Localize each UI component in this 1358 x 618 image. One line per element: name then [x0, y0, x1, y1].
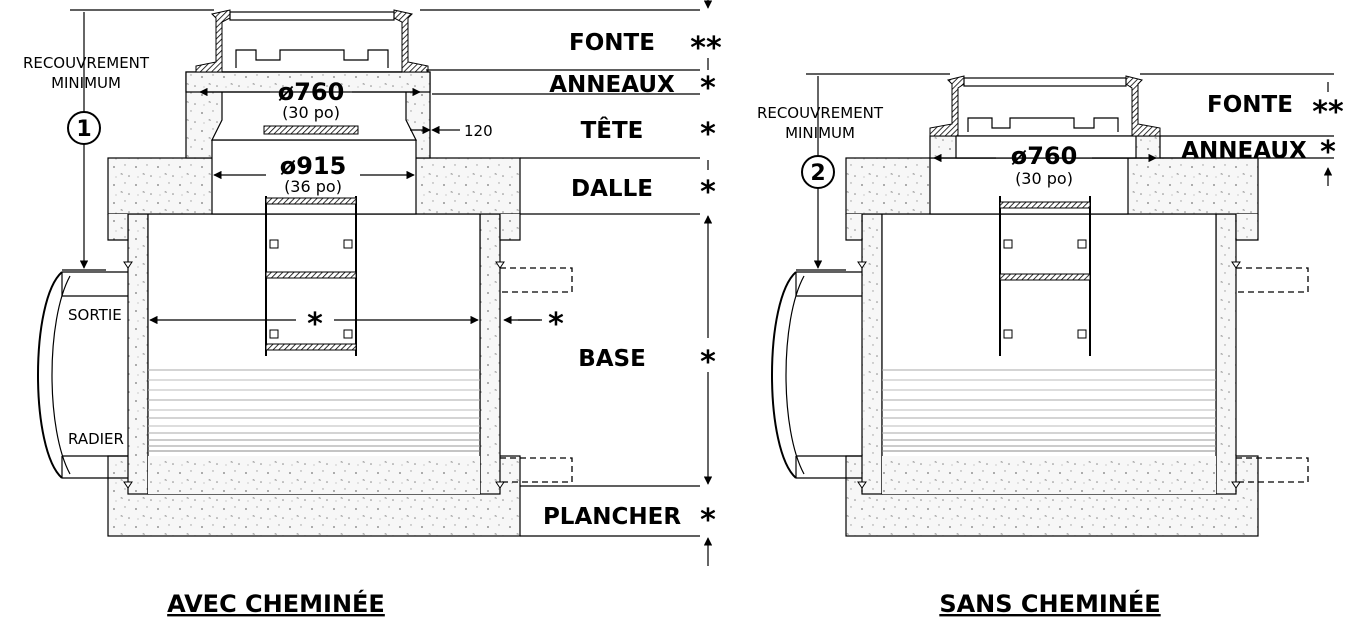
left-manhole	[37, 9, 573, 537]
left-ladder	[263, 125, 359, 356]
right-manhole	[771, 73, 1334, 537]
left-opening-diameter: ø760	[278, 78, 345, 106]
label-tete: TÊTE	[581, 116, 644, 144]
left-benching	[148, 369, 480, 494]
left-cover-label-line1: RECOUVREMENT	[23, 54, 150, 72]
left-wall-mark: *	[548, 307, 564, 342]
right-mark-anneaux: *	[1320, 135, 1336, 170]
label-dalle: DALLE	[571, 176, 653, 202]
right-cover-number: 2	[810, 161, 825, 186]
left-joints	[123, 261, 505, 489]
left-base-interior	[147, 213, 481, 495]
right-view-title: SANS CHEMINÉE	[939, 589, 1160, 618]
left-chimney-diameter: ø915	[280, 152, 347, 180]
mark-tete: *	[700, 117, 716, 152]
right-label-anneaux: ANNEAUX	[1181, 138, 1307, 164]
left-chimney-diameter-imperial: (36 po)	[284, 177, 342, 196]
left-cover-number-circle	[67, 111, 101, 145]
right-joints	[857, 261, 1241, 489]
left-view-title: AVEC CHEMINÉE	[167, 589, 385, 618]
right-base-wall-right	[1215, 213, 1237, 495]
mark-plancher: *	[700, 503, 716, 538]
right-mark-fonte: **	[1312, 95, 1344, 130]
right-inlet-stub-top	[1236, 267, 1309, 293]
component-leaders	[420, 0, 713, 566]
right-cover-label-line1: RECOUVREMENT	[757, 104, 884, 122]
right-outlet-pipe	[771, 271, 862, 479]
left-cover-label-line2: MINIMUM	[51, 74, 121, 92]
left-inlet-stub-bottom	[500, 457, 573, 483]
left-base-wall-left	[127, 213, 149, 495]
right-benching	[882, 369, 1216, 494]
right-label-fonte: FONTE	[1207, 92, 1293, 118]
left-wall-thickness: 120	[464, 122, 493, 140]
label-plancher: PLANCHER	[543, 504, 681, 530]
mark-anneaux: *	[700, 71, 716, 106]
label-base: BASE	[578, 346, 646, 372]
right-cover-number-circle	[801, 155, 835, 189]
left-invert-label: RADIER	[68, 430, 124, 448]
right-cast-frame	[929, 75, 1161, 137]
right-opening-diameter-imperial: (30 po)	[1015, 169, 1073, 188]
mark-fonte: **	[690, 31, 722, 66]
right-ladder	[999, 196, 1091, 356]
right-opening-diameter: ø760	[1011, 142, 1078, 170]
right-base-interior	[881, 213, 1217, 495]
left-cast-frame	[195, 9, 429, 73]
right-base-wall-left	[861, 213, 883, 495]
left-base-wall-right	[479, 213, 501, 495]
mark-base: *	[700, 345, 716, 380]
left-outlet-pipe	[37, 271, 128, 479]
label-fonte: FONTE	[569, 30, 655, 56]
mark-dalle: *	[700, 175, 716, 210]
right-cover-label-line2: MINIMUM	[785, 124, 855, 142]
left-outlet-label: SORTIE	[68, 306, 122, 324]
left-base-diameter-mark: *	[307, 307, 323, 342]
right-inlet-stub-bottom	[1236, 457, 1309, 483]
left-opening-diameter-imperial: (30 po)	[282, 103, 340, 122]
left-cover-number: 1	[76, 117, 91, 142]
left-inlet-stub-top	[500, 267, 573, 293]
label-anneaux: ANNEAUX	[549, 72, 675, 98]
